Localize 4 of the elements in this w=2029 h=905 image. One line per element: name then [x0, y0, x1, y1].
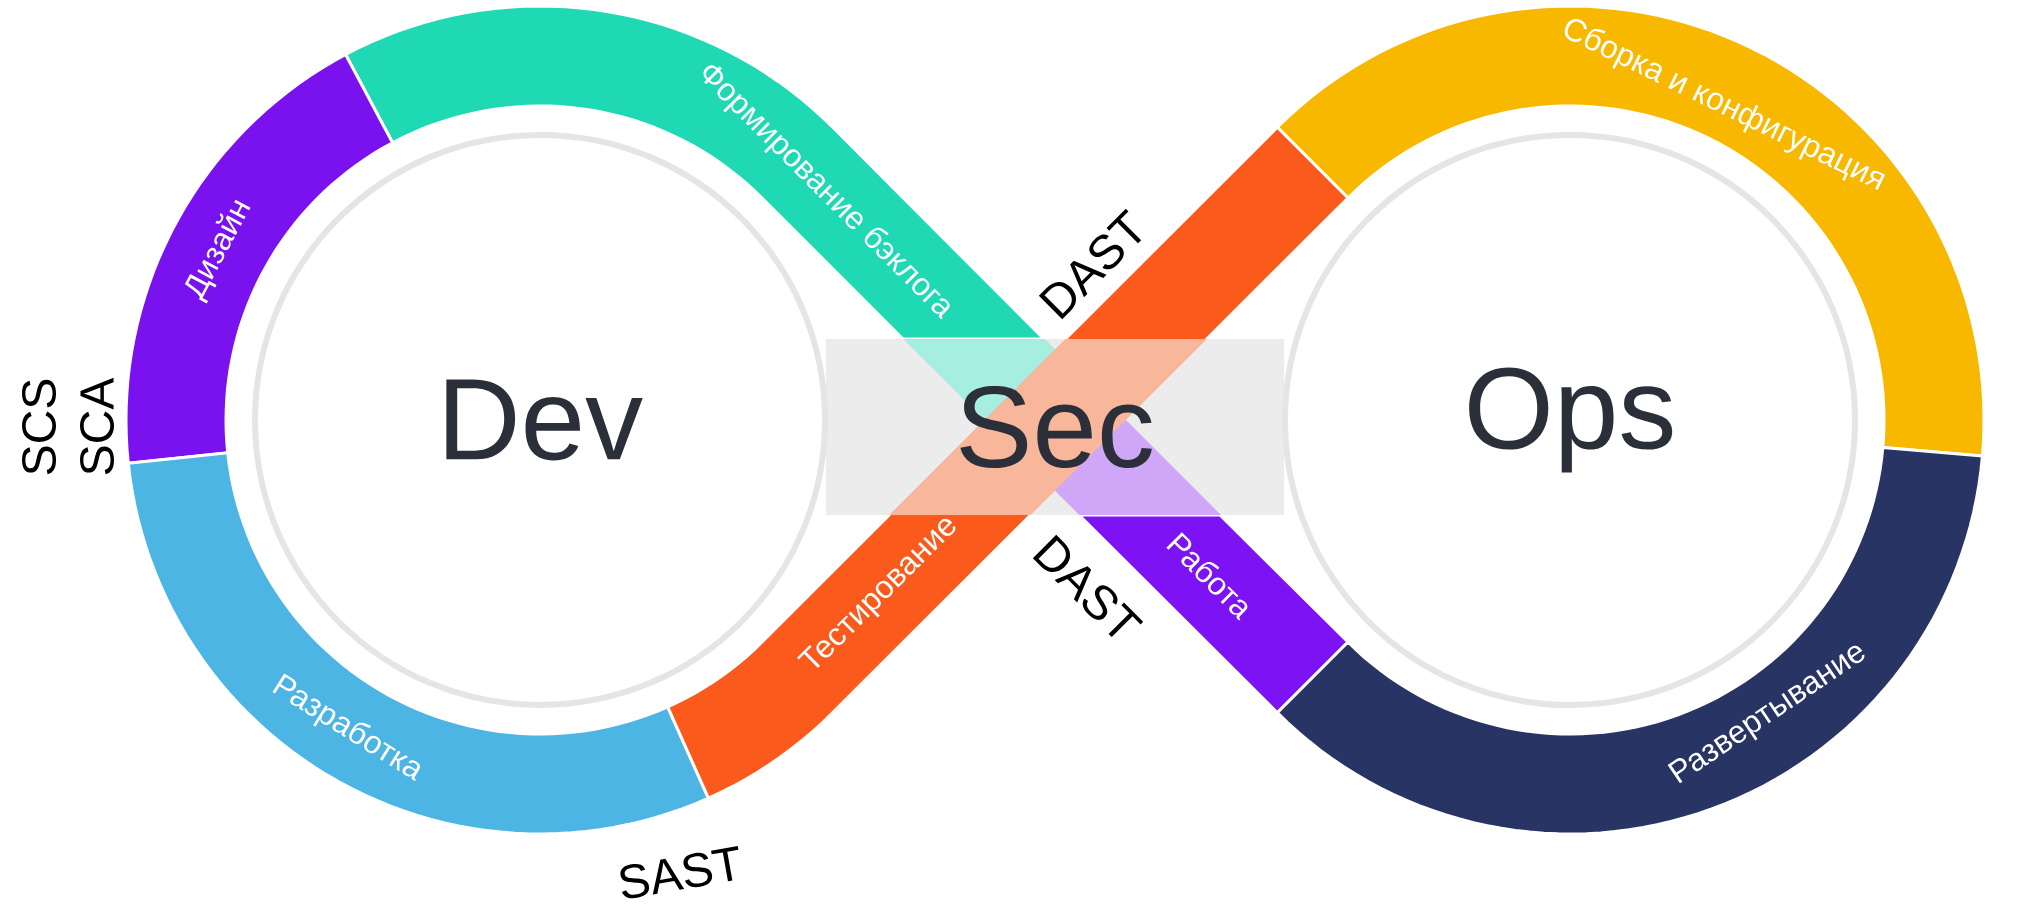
tool-label: SAST — [620, 846, 739, 899]
tool-label: SCA — [80, 377, 114, 475]
tool-label: SCS — [22, 379, 56, 475]
highlight-band: Sec — [826, 339, 1284, 515]
